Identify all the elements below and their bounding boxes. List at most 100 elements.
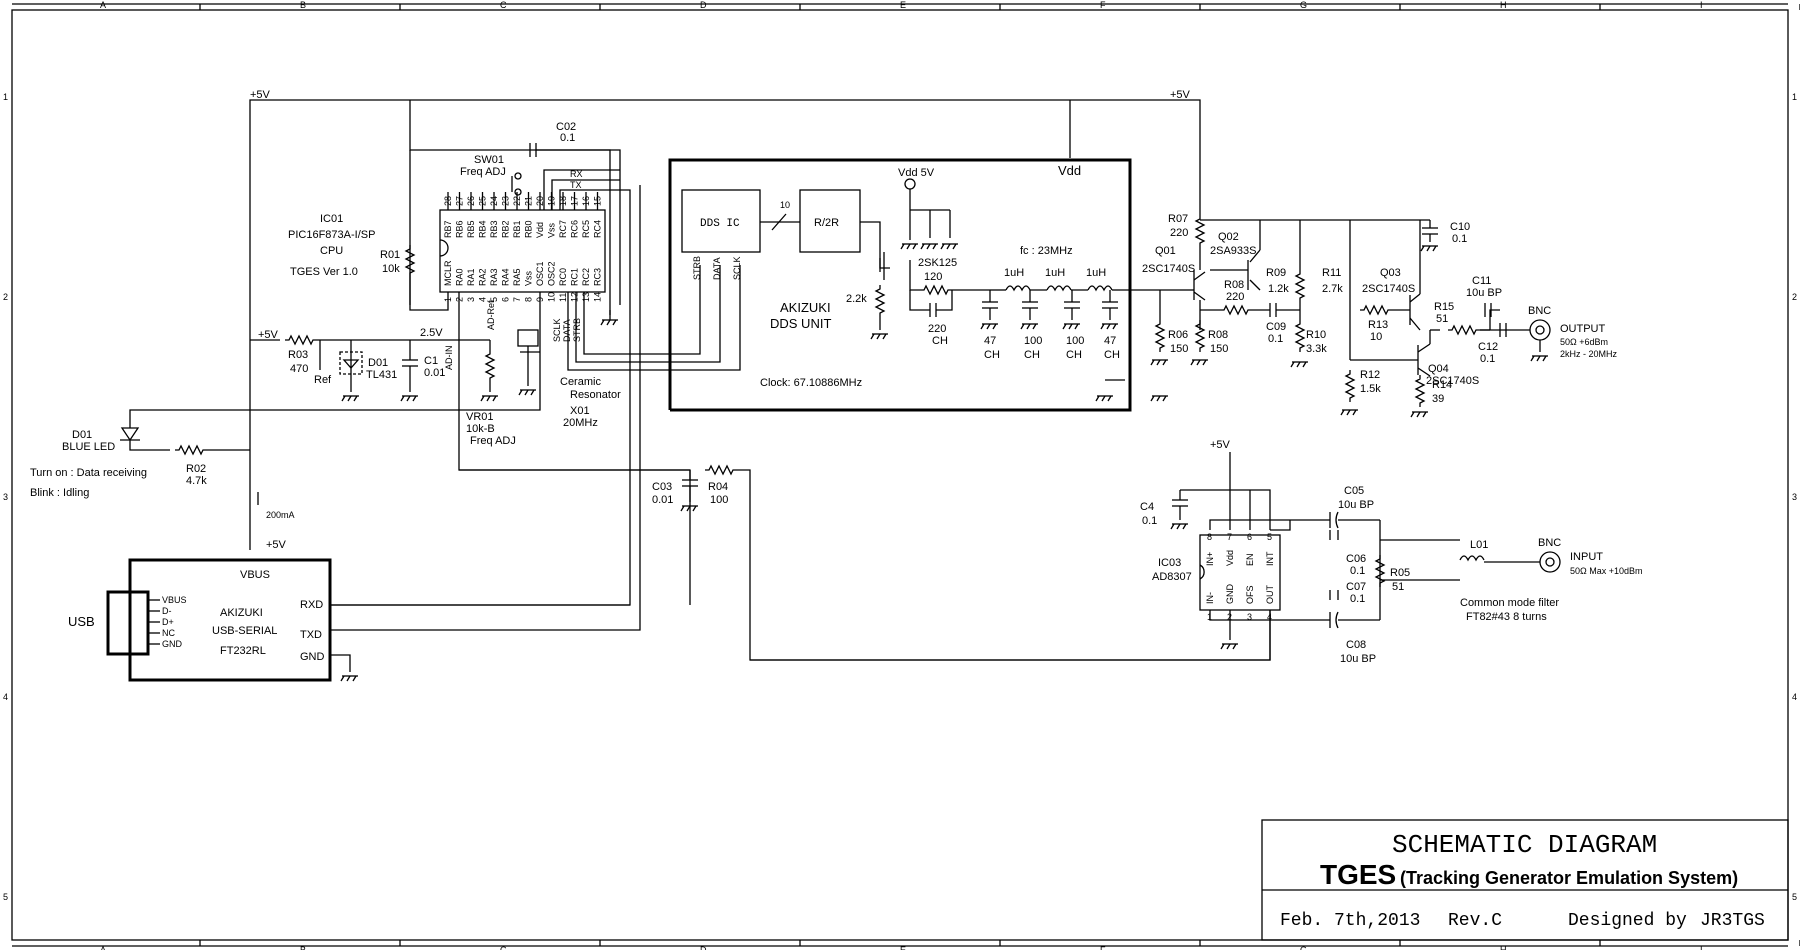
mcu-pin-rc3: RC3	[593, 268, 603, 286]
r12-val: 1.5k	[1360, 383, 1381, 395]
q02-ref: Q02	[1218, 231, 1239, 243]
r01-val: 10k	[382, 263, 400, 275]
mcu-pin-rc6: RC6	[570, 220, 580, 238]
mcu-pin-rb5: RB5	[466, 220, 476, 238]
r08b-val: 150	[1210, 343, 1228, 355]
out-range: 2kHz - 20MHz	[1560, 349, 1618, 359]
grid-col-E-bottom: E	[900, 945, 906, 950]
title-designed: Designed by	[1568, 911, 1687, 931]
mcu-pin-num: 14	[593, 292, 603, 302]
r04-val: 100	[710, 494, 728, 506]
det-pin-in+: IN+	[1205, 552, 1215, 566]
rx-label: RX	[570, 169, 583, 179]
usb-label: USB	[68, 614, 95, 629]
d01z-part: TL431	[366, 369, 397, 381]
c03-r04: C03 0.01 R04 100	[459, 465, 1271, 661]
mcu-ic01: IC01 PIC16F873A-I/SP CPU TGES Ver 1.0 RB…	[288, 121, 631, 606]
r09-ref: R09	[1266, 267, 1286, 279]
c08-val: 10u BP	[1340, 653, 1376, 665]
mcu-firmware: TGES Ver 1.0	[290, 266, 358, 278]
filter-inductor: 1uH	[1086, 267, 1106, 279]
title-subtitle: (Tracking Generator Emulation System)	[1400, 868, 1738, 888]
det-ref: IC03	[1158, 557, 1181, 569]
output-amplifier: R07 220 Q02 2SA933S Q01 2SC1740S R09 1.2…	[1142, 213, 1618, 418]
c1-val: 0.01	[424, 367, 445, 379]
c05-val: 10u BP	[1338, 499, 1374, 511]
c09-val: 0.1	[1268, 333, 1283, 345]
grid-row-2: 2	[3, 292, 8, 302]
mcu-pin-vss: Vss	[524, 270, 534, 286]
sw01-ref: SW01	[474, 154, 504, 166]
mcu-pin-rb0: RB0	[524, 220, 534, 238]
grid-col-B-bottom: B	[300, 945, 306, 950]
r08a-ref: R08	[1224, 279, 1244, 291]
current-label: 200mA	[266, 510, 295, 520]
c06-val: 0.1	[1350, 565, 1365, 577]
r13-val: 10	[1370, 331, 1382, 343]
dds-pin-strb: STRB	[692, 256, 702, 280]
grid-row-4-right: 4	[1792, 692, 1797, 702]
grid-row-4: 4	[3, 692, 8, 702]
vcc-label-right: +5V	[1170, 89, 1191, 101]
data-label: DATA	[562, 319, 572, 342]
grid-col-G-bottom: G	[1300, 945, 1307, 950]
r08a-val: 220	[1226, 291, 1244, 303]
c4-ref: C4	[1140, 501, 1154, 513]
dds-pin-data: DATA	[712, 257, 722, 280]
led-ref: D01	[72, 429, 92, 441]
mcu-pin-rc4: RC4	[593, 220, 603, 238]
usb-pin-vbus: VBUS	[162, 595, 187, 605]
grid-row-3: 3	[3, 492, 8, 502]
r11-ref: R11	[1322, 267, 1341, 279]
r12-ref: R12	[1360, 369, 1380, 381]
l01-label: L01	[1470, 539, 1488, 551]
r10-ref: R10	[1306, 329, 1326, 341]
title-block: SCHEMATIC DIAGRAM TGES (Tracking Generat…	[1261, 819, 1789, 941]
out-title: OUTPUT	[1560, 323, 1606, 335]
r11-val: 2.7k	[1322, 283, 1343, 295]
det-pin-num: 8	[1207, 532, 1212, 542]
adin-label: AD-IN	[444, 346, 454, 371]
mcu-pin-rc7: RC7	[558, 220, 568, 238]
mcu-role: CPU	[320, 245, 343, 257]
det-pin-in-: IN-	[1205, 592, 1215, 604]
title-author: JR3TGS	[1700, 911, 1765, 931]
det-pin-num: 3	[1247, 612, 1252, 622]
grid-col-D: D	[700, 0, 707, 10]
det-pin-int: INT	[1265, 551, 1275, 566]
mcu-pin-rc2: RC2	[581, 268, 591, 286]
adref-label: AD-Ref	[486, 300, 496, 330]
grid-col-G: G	[1300, 0, 1307, 10]
c11-val: 10u BP	[1466, 287, 1502, 299]
spi-bus: SCLK DATA STRB	[552, 265, 741, 371]
filter-cap-value: 47	[984, 335, 996, 347]
det-pin-num: 7	[1227, 532, 1232, 542]
r03-ref: R03	[288, 349, 308, 361]
mcu-pin-rb6: RB6	[455, 220, 465, 238]
r15-ref: R15	[1434, 301, 1454, 313]
detector-ic03: +5V C4 0.1 IC03 AD8307 IN+8Vdd7EN6INT5IN…	[750, 439, 1643, 665]
usb-rxd: RXD	[300, 599, 323, 611]
ref-label: Ref	[314, 374, 332, 386]
r06-ref: R06	[1168, 329, 1188, 341]
r03-val: 470	[290, 363, 308, 375]
mcu-pin-num: 8	[524, 297, 534, 302]
title-rev: Rev.C	[1448, 911, 1502, 931]
led-d01: D01 BLUE LED R02 4.7k Turn on : Data rec…	[30, 292, 541, 520]
usb-pin-d+: D+	[162, 617, 174, 627]
vcc-label: +5V	[250, 89, 271, 101]
grid-row-5-right: 5	[1792, 892, 1797, 902]
grid-col-A: A	[100, 0, 106, 10]
grid-col-I-bottom: I	[1700, 945, 1703, 950]
c03-ref: C03	[652, 481, 672, 493]
mcu-pin-rb4: RB4	[478, 220, 488, 238]
grid-col-H-bottom: H	[1500, 945, 1507, 950]
dds-pin-sclk: SCLK	[732, 256, 742, 280]
q01-ref: Q01	[1155, 245, 1176, 257]
mcu-pin-ra0: RA0	[455, 268, 465, 286]
r06-val: 150	[1170, 343, 1188, 355]
